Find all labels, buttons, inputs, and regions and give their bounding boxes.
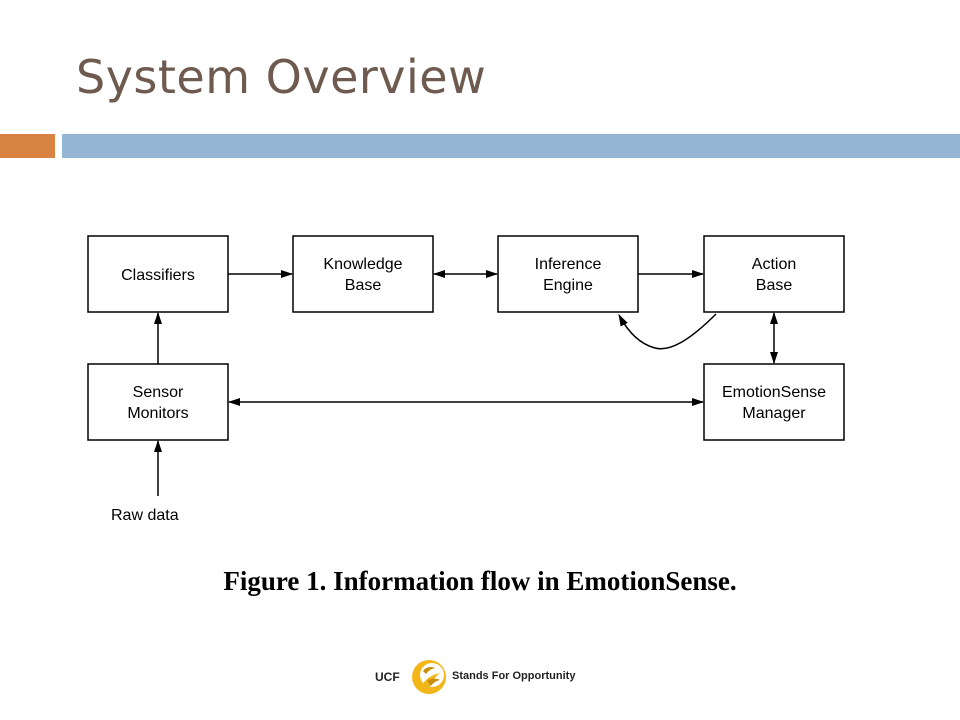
ucf-wordmark: UCF — [375, 670, 400, 684]
node-sensor-monitors-label-1: Sensor — [133, 384, 184, 401]
raw-data-label: Raw data — [111, 507, 179, 524]
tagline: Stands For Opportunity — [452, 670, 576, 682]
slide-title: System Overview — [76, 50, 487, 104]
node-classifiers-label-1: Classifiers — [121, 267, 195, 284]
arrow-action-base-to-inference-engine — [618, 313, 717, 350]
node-action-base: Action Base — [703, 235, 845, 313]
node-knowledge-base-label-2: Base — [345, 277, 382, 294]
node-knowledge-base: Knowledge Base — [292, 235, 434, 313]
node-inference-engine: Inference Engine — [497, 235, 639, 313]
node-inference-engine-label-2: Engine — [543, 277, 593, 294]
node-knowledge-base-label-1: Knowledge — [323, 256, 402, 273]
node-action-base-label-1: Action — [752, 256, 796, 273]
node-emotionsense-manager: EmotionSense Manager — [703, 363, 845, 441]
node-sensor-monitors-label-2: Monitors — [127, 405, 188, 422]
node-action-base-label-2: Base — [756, 277, 793, 294]
footer-branding: UCF Stands For Opportunity — [375, 657, 615, 697]
pegasus-logo-icon — [409, 657, 449, 697]
node-inference-engine-label-1: Inference — [535, 256, 602, 273]
node-emotionsense-manager-label-2: Manager — [742, 405, 806, 422]
accent-bar-orange — [0, 134, 55, 158]
accent-bar-blue — [62, 134, 960, 158]
node-emotionsense-manager-label-1: EmotionSense — [722, 384, 826, 401]
node-sensor-monitors: Sensor Monitors — [87, 363, 229, 441]
node-classifiers: Classifiers — [87, 235, 229, 313]
figure-caption: Figure 1. Information flow in EmotionSen… — [223, 566, 737, 596]
